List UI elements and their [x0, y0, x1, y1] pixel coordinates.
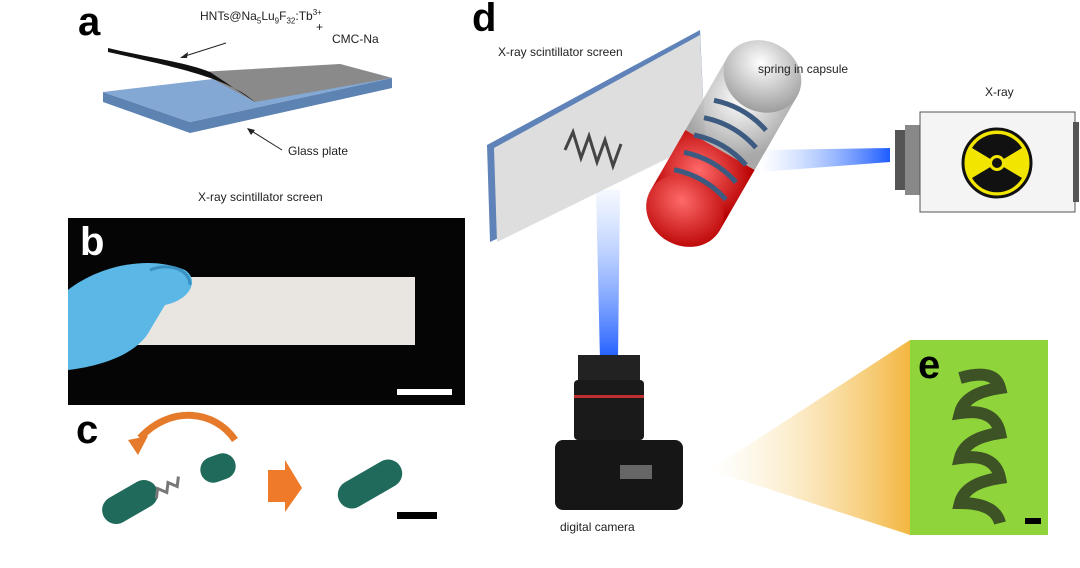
panel-b-title: X-ray scintillator screen [198, 190, 323, 204]
binder-label: CMC-Na [332, 32, 379, 46]
emission-beam [596, 190, 620, 360]
xray-label: X-ray [985, 85, 1014, 99]
scale-bar [1025, 518, 1041, 524]
xray-setup [487, 30, 1079, 510]
camera-label: digital camera [560, 520, 635, 534]
plus-sign: + [316, 20, 324, 34]
screen-photo [68, 218, 465, 405]
scale-bar [397, 389, 452, 395]
camera-icon [555, 355, 683, 510]
screen-label: X-ray scintillator screen [498, 45, 623, 59]
scale-bar [397, 512, 437, 519]
material-label: HNTs@Na5Lu9F32:Tb3+ [200, 8, 322, 26]
panel-label-a: a [78, 0, 101, 44]
xray-beam [760, 148, 890, 172]
xray-image [710, 340, 1048, 535]
glass-plate-illustration [103, 42, 392, 151]
panel-label-b: b [80, 220, 105, 264]
panel-label-d: d [472, 0, 497, 40]
capsule-assembly [102, 411, 437, 524]
capsule-label: spring in capsule [758, 62, 849, 76]
panel-label-c: c [76, 408, 99, 452]
panel-label-e: e [918, 343, 941, 387]
glass-plate-label: Glass plate [288, 144, 349, 158]
